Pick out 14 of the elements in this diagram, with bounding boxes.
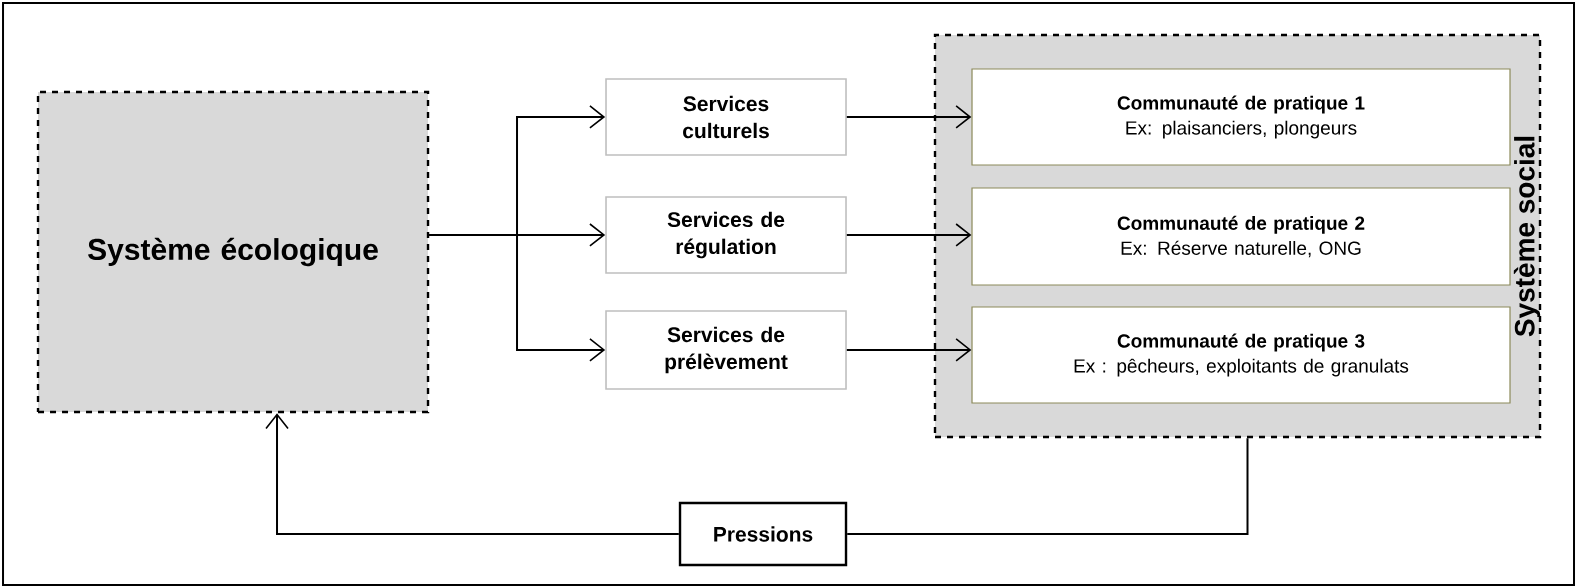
arrow	[428, 234, 606, 362]
community-box: Communauté de pratique 1 Ex: plaisanciers, plongeurs	[971, 68, 1511, 166]
community-box: Communauté de pratique 2 Ex: Réserve naturelle, ONG	[971, 187, 1511, 286]
service-box: Services culturels	[605, 78, 847, 156]
arrow	[845, 338, 972, 362]
arrow	[845, 105, 972, 129]
service-box: Services de régulation	[605, 196, 847, 274]
community-box: Communauté de pratique 3 Ex : pêcheurs, exploitants de granulats	[971, 306, 1511, 404]
connector-line	[846, 437, 1249, 535]
ecosystem-box: Système écologique	[36, 90, 430, 414]
arrow	[265, 413, 680, 535]
service-box: Services de prélèvement	[605, 310, 847, 390]
arrow	[845, 223, 972, 247]
pressure-box: Pressions	[678, 501, 848, 567]
